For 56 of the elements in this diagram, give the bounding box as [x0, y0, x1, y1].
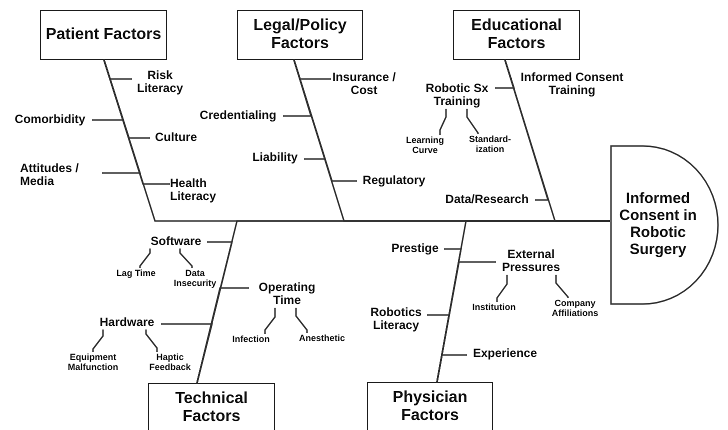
cause-label: Experience	[467, 347, 543, 360]
category-box	[367, 382, 493, 430]
cause-label: Credentialing	[193, 109, 283, 122]
sub-cause-label: Infection	[227, 334, 275, 344]
branch-line	[161, 323, 213, 384]
cause-label: Robotics Literacy	[365, 306, 427, 333]
branch-line	[504, 60, 550, 201]
cause-label: Robotic Sx Training	[419, 82, 495, 109]
sub-cause-label: Anesthetic	[293, 333, 351, 344]
branch-line	[283, 60, 312, 117]
branch-line	[295, 308, 308, 333]
cause-label: Software	[145, 235, 207, 248]
branch-line	[92, 329, 104, 352]
cause-label: Attitudes / Media	[20, 162, 102, 189]
cause-label: Data/Research	[439, 193, 535, 206]
sub-cause-label: Standard- ization	[464, 134, 516, 154]
branch-line	[145, 329, 158, 352]
category-title: Physician Factors	[392, 389, 468, 425]
branch-line	[496, 274, 508, 302]
sub-cause-label: Data Insecurity	[169, 268, 221, 288]
category-title: Patient Factors	[46, 26, 162, 44]
branch-line	[179, 248, 193, 268]
sub-cause-label: Learning Curve	[402, 135, 448, 156]
category-box	[237, 10, 363, 60]
branch-line	[439, 108, 447, 135]
category-title: Legal/Policy Factors	[252, 17, 348, 53]
cause-label: External Pressures	[496, 248, 566, 275]
cause-label: Health Literacy	[170, 177, 230, 204]
cause-label: Prestige	[386, 242, 444, 256]
cause-label: Regulatory	[357, 174, 431, 188]
branch-line	[555, 274, 569, 298]
cause-label: Culture	[150, 131, 202, 144]
cause-label: Informed Consent Training	[512, 71, 632, 98]
branch-line	[264, 308, 276, 334]
branch-line	[139, 248, 151, 268]
branch-line	[103, 60, 170, 185]
category-box	[40, 10, 167, 60]
cause-label: Risk Literacy	[132, 69, 188, 96]
category-title: Educational Factors	[470, 17, 563, 53]
branch-line	[466, 108, 479, 134]
sub-cause-label: Company Affiliations	[543, 298, 607, 318]
cause-label: Liability	[246, 151, 304, 164]
branch-line	[293, 60, 357, 182]
sub-cause-label: Equipment Malfunction	[60, 352, 126, 372]
branch-line	[436, 354, 467, 382]
sub-cause-label: Lag Time	[112, 268, 160, 278]
cause-label: Hardware	[93, 316, 161, 330]
sub-cause-label: Haptic Feedback	[145, 352, 195, 372]
category-box	[453, 10, 580, 60]
cause-label: Operating Time	[249, 281, 325, 308]
category-box	[148, 383, 275, 430]
category-title: Technical Factors	[174, 390, 249, 426]
cause-label: Comorbidity	[8, 113, 92, 126]
sub-cause-label: Institution	[466, 302, 522, 312]
effect-title: Informed Consent in Robotic Surgery	[618, 191, 698, 259]
cause-label: Insurance / Cost	[331, 71, 397, 98]
